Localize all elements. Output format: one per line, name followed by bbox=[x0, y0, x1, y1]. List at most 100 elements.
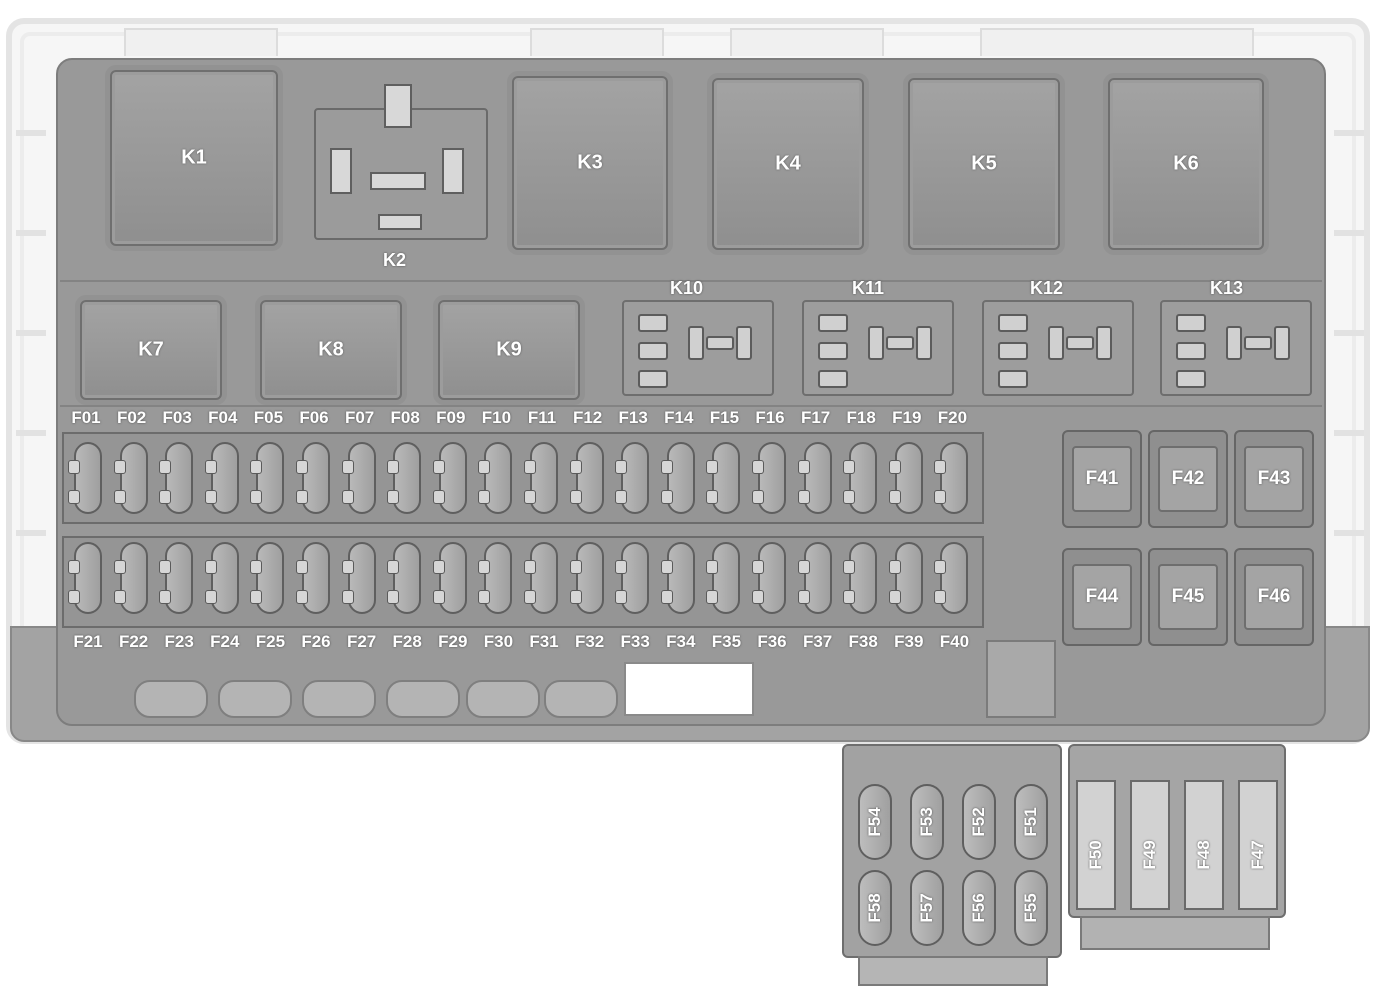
mini-fuse-label: F22 bbox=[118, 632, 149, 651]
relay-k13-socket[interactable] bbox=[1160, 300, 1312, 396]
mini-fuse-f20[interactable] bbox=[934, 442, 969, 514]
maxi-fuse-f41[interactable]: F41 bbox=[1062, 430, 1142, 528]
maxi-fuse-f42[interactable]: F42 bbox=[1148, 430, 1228, 528]
mini-fuse-f22[interactable] bbox=[113, 542, 148, 614]
fuse-f55[interactable]: F55 bbox=[1014, 870, 1048, 946]
relay-k8[interactable]: K8 bbox=[260, 300, 402, 400]
fuse-f58[interactable]: F58 bbox=[858, 870, 892, 946]
mini-fuse-label: F11 bbox=[527, 408, 557, 427]
mini-fuse-f07[interactable] bbox=[341, 442, 376, 514]
socket-pin bbox=[1048, 326, 1064, 360]
mini-fuse-f32[interactable] bbox=[569, 542, 604, 614]
vertical-fuse-label: F52 bbox=[969, 807, 988, 837]
mini-fuse-label: F29 bbox=[438, 632, 468, 651]
mini-fuse-f25[interactable] bbox=[250, 542, 285, 614]
mini-fuse-f21[interactable] bbox=[68, 542, 102, 614]
maxi-fuse-body: F44 bbox=[1072, 564, 1132, 630]
relay-k5[interactable]: K5 bbox=[908, 78, 1060, 250]
fuse-clip bbox=[706, 590, 719, 604]
relay-k9[interactable]: K9 bbox=[438, 300, 580, 400]
mini-fuse-f14[interactable] bbox=[660, 442, 695, 514]
fuse-clip bbox=[478, 460, 491, 474]
relay-k1[interactable]: K1 bbox=[110, 70, 278, 246]
mini-fuse-f30[interactable] bbox=[478, 542, 513, 614]
fuse-clip bbox=[843, 460, 856, 474]
fuse-clip bbox=[934, 560, 947, 574]
fuse-f48[interactable]: F48 bbox=[1184, 780, 1224, 910]
mini-fuse-f31[interactable] bbox=[524, 542, 558, 614]
socket-pin bbox=[818, 342, 848, 360]
relay-k12-socket[interactable] bbox=[982, 300, 1134, 396]
socket-pin bbox=[688, 326, 704, 360]
maxi-fuse-f44[interactable]: F44 bbox=[1062, 548, 1142, 646]
fuse-clip bbox=[113, 460, 126, 474]
mini-fuse-label: F03 bbox=[162, 408, 192, 427]
mini-fuse-f36[interactable] bbox=[752, 542, 786, 614]
relay-k2-socket[interactable] bbox=[314, 84, 488, 240]
fuse-f57[interactable]: F57 bbox=[910, 870, 944, 946]
label-window bbox=[624, 662, 754, 716]
fuse-clip bbox=[615, 460, 628, 474]
relay-k6[interactable]: K6 bbox=[1108, 78, 1264, 250]
mini-fuse-f03[interactable] bbox=[159, 442, 194, 514]
mini-fuse-f08[interactable] bbox=[387, 442, 422, 514]
mini-fuse-f37[interactable] bbox=[797, 542, 832, 614]
mini-fuse-f34[interactable] bbox=[660, 542, 695, 614]
maxi-fuse-f46[interactable]: F46 bbox=[1234, 548, 1314, 646]
mini-fuse-f23[interactable] bbox=[159, 542, 194, 614]
fuse-f51[interactable]: F51 bbox=[1014, 784, 1048, 860]
fuse-f49[interactable]: F49 bbox=[1130, 780, 1170, 910]
fuse-clip bbox=[159, 460, 172, 474]
fuse-f50[interactable]: F50 bbox=[1076, 780, 1116, 910]
frame-rib bbox=[16, 430, 46, 436]
mini-fuse-f38[interactable] bbox=[843, 542, 878, 614]
relay-k3[interactable]: K3 bbox=[512, 76, 668, 250]
maxi-fuse-f43[interactable]: F43 bbox=[1234, 430, 1314, 528]
mini-fuse-f33[interactable] bbox=[615, 542, 650, 614]
mini-fuse-f18[interactable] bbox=[843, 442, 878, 514]
mini-fuse-f39[interactable] bbox=[888, 542, 923, 614]
fuse-clip bbox=[843, 590, 856, 604]
mini-fuse-f05[interactable] bbox=[250, 442, 285, 514]
mini-fuse-f40[interactable] bbox=[934, 542, 969, 614]
relay-k10-socket[interactable] bbox=[622, 300, 774, 396]
mini-fuse-f01[interactable] bbox=[68, 442, 102, 514]
fuse-f47[interactable]: F47 bbox=[1238, 780, 1278, 910]
mini-fuse-f28[interactable] bbox=[387, 542, 422, 614]
mini-fuse-f29[interactable] bbox=[432, 542, 467, 614]
mini-fuse-label: F17 bbox=[800, 408, 831, 427]
mini-fuse-f35[interactable] bbox=[706, 542, 741, 614]
fuse-f53[interactable]: F53 bbox=[910, 784, 944, 860]
fuse-clip bbox=[250, 590, 263, 604]
k2-terminal bbox=[378, 214, 422, 230]
mini-fuse-f09[interactable] bbox=[432, 442, 467, 514]
relay-k7[interactable]: K7 bbox=[80, 300, 222, 400]
mini-fuse-f26[interactable] bbox=[296, 542, 330, 614]
mini-fuse-f19[interactable] bbox=[888, 442, 923, 514]
mini-fuse-label: F10 bbox=[481, 408, 512, 427]
relay-k11-socket[interactable] bbox=[802, 300, 954, 396]
fuse-f54[interactable]: F54 bbox=[858, 784, 892, 860]
mini-fuse-f04[interactable] bbox=[204, 442, 239, 514]
mini-fuse-f16[interactable] bbox=[752, 442, 786, 514]
mini-fuse-f11[interactable] bbox=[524, 442, 558, 514]
fuse-clip bbox=[296, 560, 308, 574]
mini-fuse-f15[interactable] bbox=[706, 442, 741, 514]
mini-fuse-f06[interactable] bbox=[296, 442, 330, 514]
relay-k12-label: K12 bbox=[1030, 278, 1064, 298]
mini-fuse-f10[interactable] bbox=[478, 442, 513, 514]
mini-fuse-label: F38 bbox=[848, 632, 878, 651]
fuse-f52[interactable]: F52 bbox=[962, 784, 996, 860]
mini-fuse-f17[interactable] bbox=[797, 442, 832, 514]
mini-fuse-f02[interactable] bbox=[113, 442, 148, 514]
maxi-fuse-label: F42 bbox=[1171, 468, 1205, 489]
relay-k4[interactable]: K4 bbox=[712, 78, 864, 250]
mini-fuse-f13[interactable] bbox=[615, 442, 650, 514]
fuse-f56[interactable]: F56 bbox=[962, 870, 996, 946]
mini-fuse-f27[interactable] bbox=[341, 542, 376, 614]
fuse-clip bbox=[660, 490, 673, 504]
fuse-clip bbox=[888, 490, 901, 504]
maxi-fuse-f45[interactable]: F45 bbox=[1148, 548, 1228, 646]
mini-fuse-f24[interactable] bbox=[204, 542, 239, 614]
mini-fuse-f12[interactable] bbox=[569, 442, 604, 514]
